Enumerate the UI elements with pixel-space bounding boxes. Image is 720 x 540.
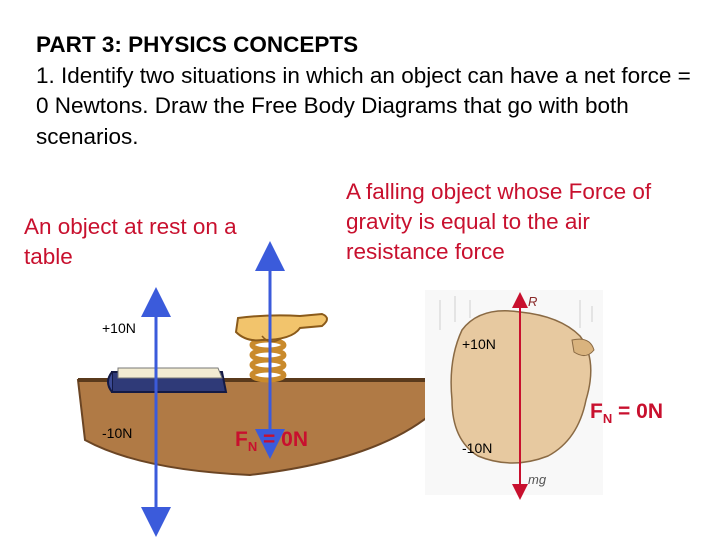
book-icon xyxy=(108,368,226,392)
table-lower-force-label: -10N xyxy=(102,425,132,441)
falling-upper-force-label: +10N xyxy=(462,336,496,352)
table-scene xyxy=(78,256,440,522)
hand-icon xyxy=(236,314,327,342)
spring-icon xyxy=(252,340,284,380)
falling-scene xyxy=(425,290,603,495)
table-upper-force-label: +10N xyxy=(102,320,136,336)
table-net-force-label: FN = 0N xyxy=(235,428,308,454)
falling-lower-force-label: -10N xyxy=(462,440,492,456)
air-resistance-symbol: R xyxy=(528,294,537,309)
falling-net-force-label: FN = 0N xyxy=(590,400,663,426)
weight-symbol: mg xyxy=(528,472,546,487)
